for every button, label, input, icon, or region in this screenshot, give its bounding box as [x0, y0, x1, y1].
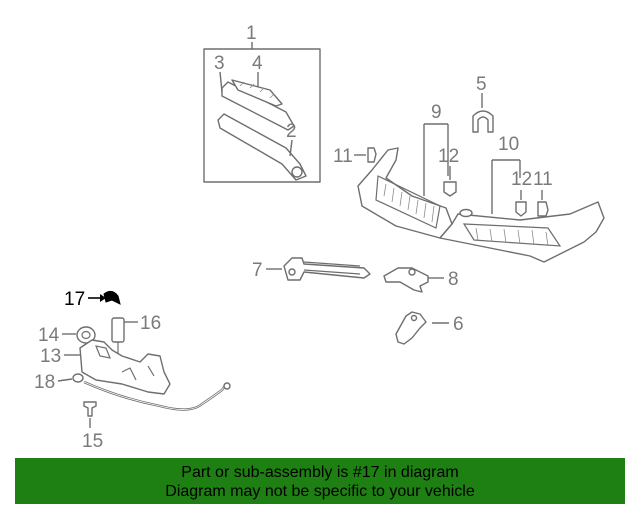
- callout-11-left[interactable]: 11: [333, 146, 353, 167]
- part-17-highlighted[interactable]: 17: [64, 289, 121, 310]
- washer-reservoir-group: 14 16 13 18: [34, 313, 231, 452]
- callout-12-left[interactable]: 12: [438, 146, 459, 167]
- callout-1[interactable]: 1: [246, 23, 257, 44]
- callout-18[interactable]: 18: [34, 372, 55, 393]
- callout-13[interactable]: 13: [40, 346, 61, 367]
- wiper-blade-part[interactable]: [221, 79, 295, 131]
- callout-7[interactable]: 7: [252, 260, 263, 281]
- callout-8[interactable]: 8: [448, 269, 459, 290]
- grommet-part-18[interactable]: [72, 373, 84, 383]
- washer-hose-part[interactable]: [83, 380, 231, 411]
- info-banner: Part or sub-assembly is #17 in diagram D…: [15, 458, 625, 504]
- callout-10[interactable]: 10: [498, 134, 519, 155]
- callout-6[interactable]: 6: [453, 314, 464, 335]
- callout-12-right[interactable]: 12: [511, 169, 532, 190]
- callout-14[interactable]: 14: [38, 325, 60, 346]
- cowl-grille-group: 9 10 11 12 12 11: [333, 102, 605, 263]
- washer-reservoir-part-13[interactable]: [79, 339, 171, 395]
- parts-diagram: 1 3 4 2 5 9 10: [34, 23, 605, 452]
- wiper-linkage-part-7[interactable]: 7: [252, 257, 371, 281]
- washer-pump-part-16[interactable]: [111, 317, 125, 354]
- callout-9[interactable]: 9: [431, 102, 442, 123]
- fastener-12-left-part[interactable]: [443, 181, 457, 197]
- reservoir-cap-part-14[interactable]: [76, 326, 96, 344]
- callout-2[interactable]: 2: [286, 121, 297, 142]
- callout-11-right[interactable]: 11: [533, 169, 553, 190]
- wiper-assembly-group: 1 3 4 2: [203, 23, 321, 183]
- callout-4[interactable]: 4: [252, 53, 263, 74]
- callout-16[interactable]: 16: [140, 313, 161, 334]
- motor-bracket-part-8[interactable]: 8: [383, 267, 459, 293]
- callout-15[interactable]: 15: [82, 431, 103, 452]
- cowl-grille-left-part[interactable]: [357, 147, 453, 239]
- banner-line-disclaimer: Diagram may not be specific to your vehi…: [165, 483, 475, 500]
- clip-part-5[interactable]: 5: [472, 74, 494, 133]
- cowl-grille-right-part[interactable]: [439, 201, 605, 263]
- callout-3[interactable]: 3: [214, 53, 225, 74]
- fastener-11-right-part[interactable]: [537, 201, 549, 217]
- fastener-part-15[interactable]: [83, 401, 97, 417]
- bracket-part-6[interactable]: 6: [395, 311, 464, 345]
- fastener-12-right-part[interactable]: [515, 201, 527, 217]
- wiper-arm-part[interactable]: [217, 113, 307, 181]
- banner-line-part: Part or sub-assembly is #17 in diagram: [181, 464, 459, 481]
- fastener-11-left-part[interactable]: [367, 147, 377, 163]
- callout-17[interactable]: 17: [64, 289, 85, 310]
- callout-5[interactable]: 5: [476, 74, 487, 95]
